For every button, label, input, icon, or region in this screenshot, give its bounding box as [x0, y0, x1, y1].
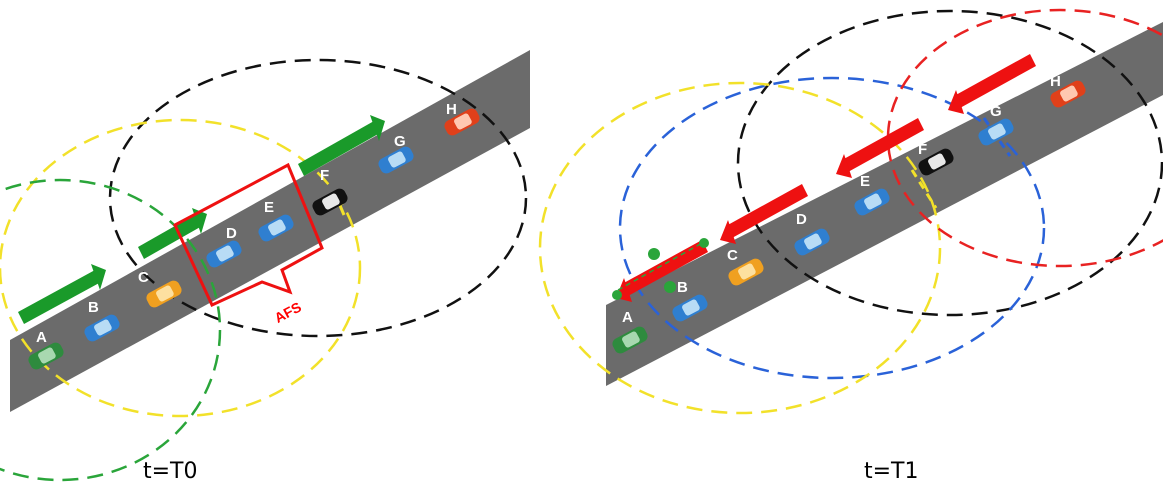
car-c-t0: [146, 280, 182, 308]
car-e-t0: [258, 214, 294, 242]
range-circle-green-t0: [0, 178, 222, 482]
car-label-e-t0: E: [264, 199, 274, 216]
car-c-t1: [728, 258, 764, 286]
range-circle-blue-t1: [618, 76, 1046, 380]
hop-link-line: [617, 241, 705, 291]
panel-caption-t1: t=T1: [864, 459, 919, 484]
car-b-t1: [672, 294, 708, 322]
car-label-g-t1: G: [990, 103, 1002, 120]
car-g-t1: [978, 118, 1014, 146]
car-g-t0: [378, 146, 414, 174]
car-label-d-t0: D: [226, 225, 237, 242]
car-b-t0: [84, 314, 120, 342]
range-circle-yellow-t0: [0, 118, 362, 418]
car-a-t0: [28, 342, 64, 370]
hop-node-4: [664, 281, 676, 293]
car-label-h-t1: H: [1050, 73, 1061, 90]
range-circle-yellow-t1: [538, 81, 942, 415]
car-f-t0: [312, 188, 348, 216]
direction-arrow-3-t0: [298, 115, 385, 176]
warning-arrow-2-t1: [836, 118, 924, 178]
warning-arrow-1-t1: [948, 54, 1036, 114]
car-label-a-t0: A: [36, 329, 47, 346]
car-label-c-t1: C: [727, 247, 738, 264]
range-circle-black-t0: [108, 58, 528, 338]
car-a-t1: [612, 326, 648, 354]
warning-arrow-3-t1: [720, 184, 808, 244]
hop-node-2: [699, 238, 709, 248]
car-label-c-t0: C: [138, 269, 149, 286]
car-f-t1: [918, 148, 954, 176]
direction-arrow-1-t0: [18, 264, 106, 324]
car-label-f-t1: F: [918, 141, 927, 158]
hop-node-1: [612, 290, 622, 300]
car-h-t0: [444, 108, 480, 136]
car-label-d-t1: D: [796, 211, 807, 228]
panel-t1: A B C D E F G: [538, 8, 1163, 484]
range-circle-black-t1: [736, 9, 1163, 317]
car-label-a-t1: A: [622, 309, 633, 326]
panel-t0: AFS A B C D E: [0, 50, 530, 484]
afs-label: AFS: [272, 299, 304, 326]
car-label-f-t0: F: [320, 167, 329, 184]
car-e-t1: [854, 188, 890, 216]
panel-caption-t0: t=T0: [143, 459, 198, 484]
car-h-t1: [1050, 80, 1086, 108]
road-marker-blue-t1: [982, 117, 1012, 157]
hop-node-3: [648, 248, 660, 260]
car-label-b-t0: B: [88, 299, 99, 316]
car-label-e-t1: E: [860, 173, 870, 190]
afs-callout-box: [173, 162, 324, 307]
car-label-g-t0: G: [394, 133, 406, 150]
car-label-b-t1: B: [677, 279, 688, 296]
range-circle-red-t1: [886, 8, 1163, 268]
road-marker-yellow-t1: [910, 169, 938, 209]
car-label-h-t0: H: [446, 101, 457, 118]
car-d-t0: [206, 240, 242, 268]
car-d-t1: [794, 228, 830, 256]
